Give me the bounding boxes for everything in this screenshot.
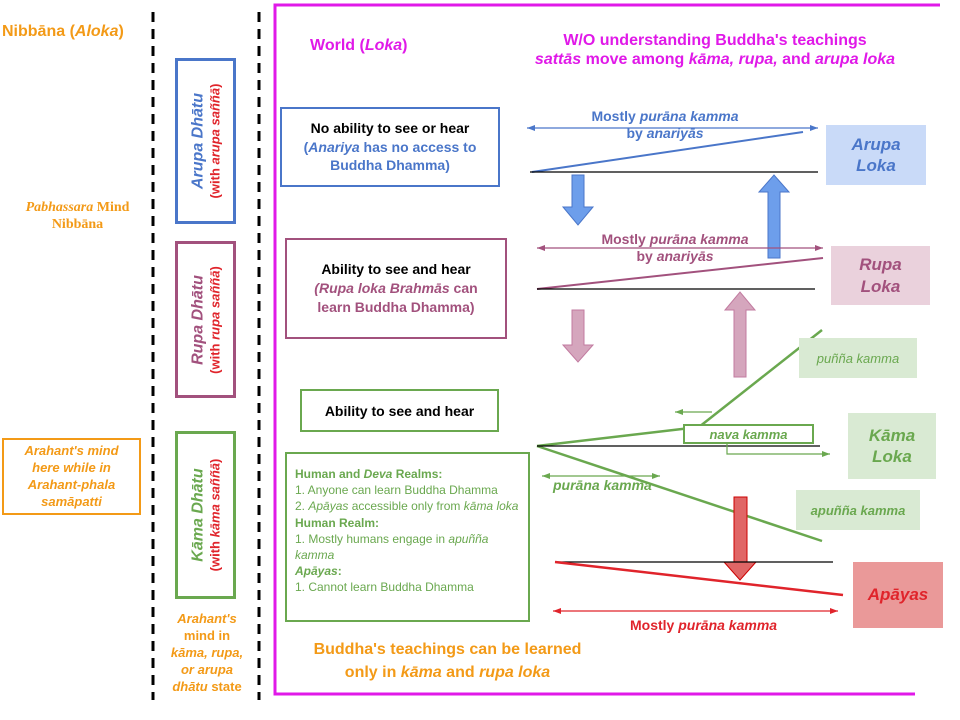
world-title: World (Loka) (310, 37, 408, 54)
apaya-kamma-label: Mostly purāna kamma (630, 617, 778, 633)
apayas-box: Apāyas (853, 562, 943, 628)
rupa-dhatu-box: Rupa Dhātu (with rupa saññā) (175, 241, 236, 398)
kama-ability-box: Ability to see and hear (300, 389, 499, 432)
up-arrow-mauve (723, 291, 757, 378)
arupa-kamma-label: Mostly purāna kamma by anariyās (591, 108, 739, 141)
without-understanding-heading: W/O understanding Buddha's teachings sat… (534, 32, 896, 69)
nibbana-title: Nibbāna (Aloka) (2, 23, 124, 40)
arupa-dhatu-box: Arupa Dhātu (with arupa saññā) (175, 58, 236, 224)
apunna-kamma-box: apuñña kamma (796, 490, 920, 530)
realms-info-box: Human and Deva Realms: 1. Anyone can lea… (285, 452, 530, 622)
nava-kamma-box: nava kamma (683, 424, 814, 444)
kama-purana-kamma-label: purāna kamma (553, 477, 652, 493)
footer-note: Buddha's teachings can be learned only i… (313, 641, 582, 682)
arahant-samapatti-box: Arahant's mind here while in Arahant-pha… (2, 438, 141, 515)
down-arrow-blue (561, 174, 595, 226)
rupa-kamma-label: Mostly purāna kamma by anariyās (601, 231, 749, 264)
pabhassara-mind-label: Pabhassara Mind Nibbāna (25, 200, 130, 232)
arahant-dhatu-note: Arahant's mind in kāma, rupa, or arupa d… (170, 611, 244, 694)
kama-dhatu-box: Kāma Dhātu (with kāma saññā) (175, 431, 236, 599)
arupa-ability-box: No ability to see or hear (Anariya has n… (280, 107, 500, 187)
up-arrow-blue (757, 174, 791, 259)
rupa-ability-box: Ability to see and hear (Rupa loka Brahm… (285, 238, 507, 339)
punna-kamma-box: puñña kamma (799, 338, 917, 378)
down-arrow-mauve (561, 309, 595, 363)
